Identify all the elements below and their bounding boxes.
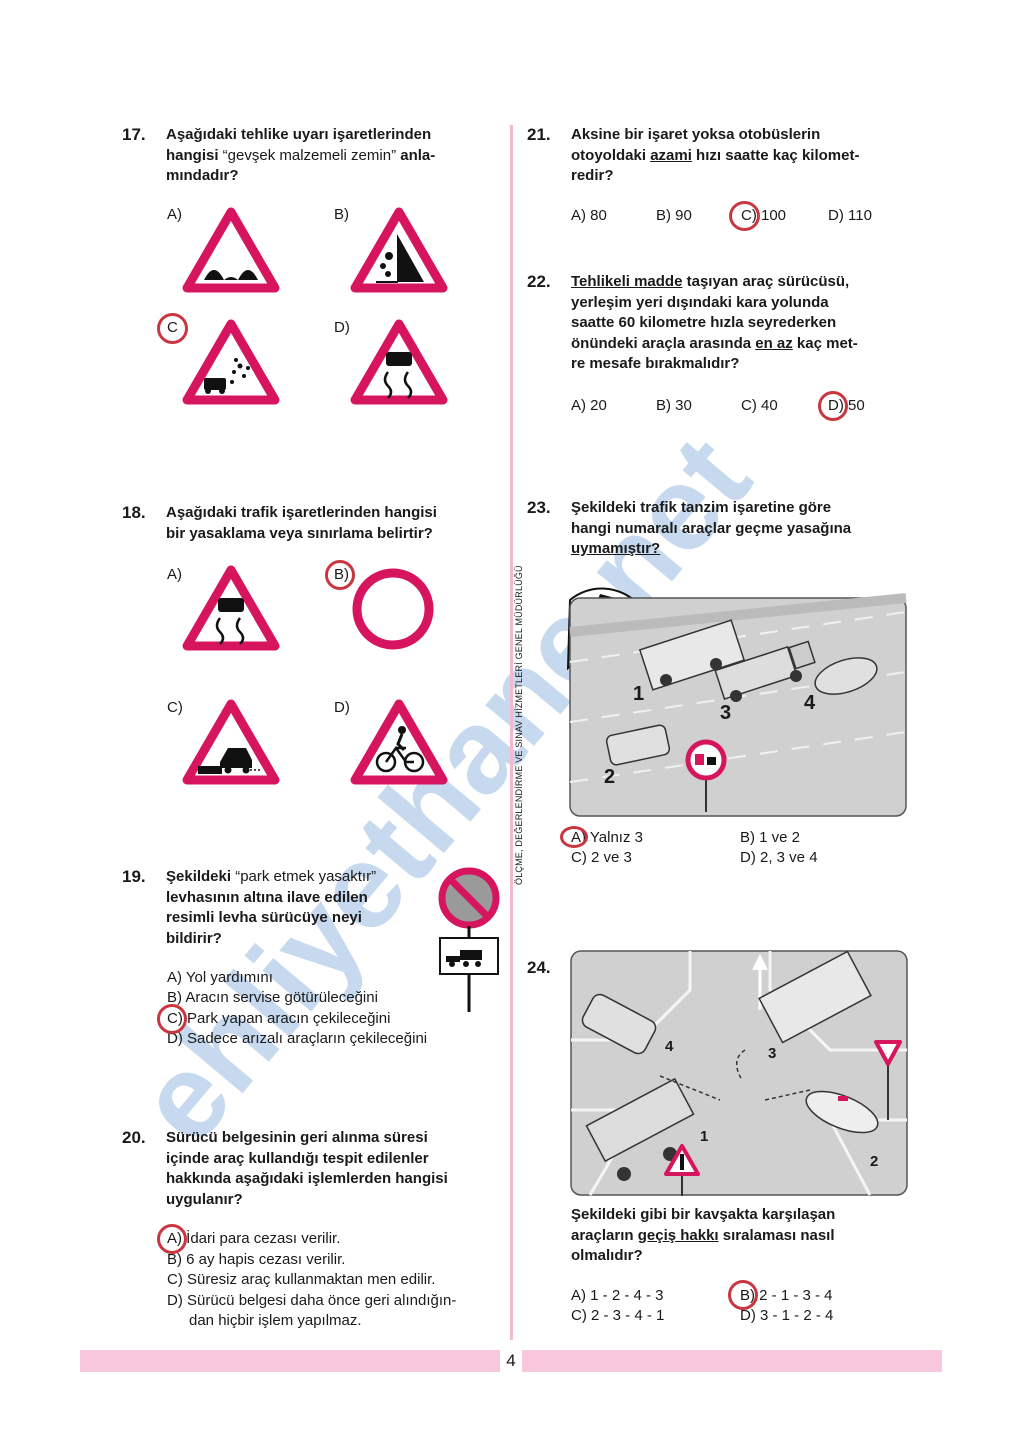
uneven-road-icon	[182, 207, 280, 293]
q20-option-b[interactable]: B) 6 ay hapis cezası verilir.	[167, 1251, 346, 1268]
no-overtaking-trucks-sign-icon	[685, 739, 727, 812]
vehicle-label-3: 3	[768, 1045, 777, 1062]
answer-circle-q17	[157, 313, 188, 344]
priority-junction-sign-icon	[664, 1144, 700, 1196]
q19-text: Şekildeki “park etmek yasaktır” levhasın…	[166, 868, 377, 947]
page-number: 4	[500, 1350, 522, 1372]
q19-option-c[interactable]: C) Park yapan aracın çekileceğini	[167, 1010, 391, 1027]
slippery-road-icon	[350, 319, 448, 405]
q21-option-a[interactable]: A) 80	[571, 207, 607, 224]
q23-option-b[interactable]: B) 1 ve 2	[740, 829, 801, 846]
q23-option-d[interactable]: D) 2, 3 ve 4	[740, 849, 818, 866]
q17-number: 17.	[122, 125, 146, 144]
answer-circle-q22	[818, 391, 848, 421]
no-parking-tow-sign-icon	[438, 867, 500, 1012]
vehicle-label-1: 1	[700, 1128, 709, 1145]
q22-option-c[interactable]: C) 40	[741, 397, 778, 414]
falling-rocks-icon	[350, 207, 448, 293]
q23-number: 23.	[527, 498, 551, 517]
q22-number: 22.	[527, 272, 551, 291]
q22-option-b[interactable]: B) 30	[656, 397, 692, 414]
q19-number: 19.	[122, 867, 146, 886]
q24-option-d[interactable]: D) 3 - 1 - 2 - 4	[740, 1307, 834, 1324]
vehicle-label-4: 4	[804, 692, 816, 714]
no-vehicles-icon	[352, 568, 434, 650]
q19-option-d[interactable]: D) Sadece arızalı araçların çekileceğini	[167, 1030, 428, 1047]
q17-option-d[interactable]: D)	[334, 319, 350, 336]
vehicle-2-suv	[605, 724, 671, 766]
answer-circle-q18	[325, 560, 355, 590]
vehicle-4-car	[814, 657, 878, 695]
q24-number: 24.	[527, 958, 551, 977]
q17-option-a[interactable]: A)	[167, 206, 182, 223]
q24-option-c[interactable]: C) 2 - 3 - 4 - 1	[571, 1307, 665, 1324]
q18-number: 18.	[122, 503, 146, 522]
q20-option-a[interactable]: A) İdari para cezası verilir.	[167, 1230, 341, 1247]
q19-option-b[interactable]: B) Aracın servise götürüleceğini	[167, 989, 378, 1006]
q21-text: Aksine bir işaret yoksa otobüslerin otoy…	[571, 126, 860, 184]
vehicle-suv-4	[581, 993, 657, 1055]
answer-circle-q23	[560, 826, 588, 848]
q18-text: Aşağıdaki trafik işaretlerinden hangisi …	[166, 504, 437, 542]
vehicle-label-2: 2	[604, 766, 616, 788]
q22-option-a[interactable]: A) 20	[571, 397, 607, 414]
vehicle-police-car-2	[805, 1090, 879, 1134]
q23-option-c[interactable]: C) 2 ve 3	[571, 849, 632, 866]
q23-option-a[interactable]: A) Yalnız 3	[571, 829, 643, 846]
q20-option-d-continued: dan hiçbir işlem yapılmaz.	[189, 1312, 362, 1329]
q17-text: Aşağıdaki tehlike uyarı işaretlerinden h…	[166, 126, 436, 184]
vehicle-label-3: 3	[720, 702, 732, 724]
vehicle-label-1: 1	[633, 683, 645, 705]
answer-circle-q24	[728, 1280, 758, 1310]
q20-option-d[interactable]: D) Sürücü belgesi daha önce geri alındığ…	[167, 1292, 457, 1309]
road-edge-icon	[182, 699, 280, 785]
cyclists-icon	[350, 699, 448, 785]
q21-number: 21.	[527, 125, 551, 144]
vehicle-3-truck	[714, 640, 816, 702]
q20-number: 20.	[122, 1128, 146, 1147]
answer-circle-q19	[157, 1004, 187, 1034]
column-divider	[510, 125, 513, 1340]
vertical-organization-note: ÖLÇME, DEĞERLENDİRME VE SINAV HİZMETLERİ…	[514, 565, 524, 885]
vehicle-label-2: 2	[870, 1153, 879, 1170]
answer-circle-q21	[729, 201, 760, 231]
vehicle-label-4: 4	[665, 1038, 674, 1055]
yield-sign-icon	[874, 1040, 902, 1120]
answer-circle-q20	[157, 1224, 187, 1254]
q24-option-a[interactable]: A) 1 - 2 - 4 - 3	[571, 1287, 664, 1304]
q20-option-c[interactable]: C) Süresiz araç kullanmaktan men edilir.	[167, 1271, 436, 1288]
q24-option-b[interactable]: B) 2 - 1 - 3 - 4	[740, 1287, 833, 1304]
vehicle-1-bus	[638, 619, 746, 691]
no-overtaking-road-illustration	[566, 587, 907, 817]
q17-option-b[interactable]: B)	[334, 206, 349, 223]
q22-text: Tehlikeli madde taşıyan araç sürücüsü, y…	[571, 273, 858, 372]
loose-gravel-icon	[182, 319, 280, 405]
q21-option-d[interactable]: D) 110	[828, 207, 872, 224]
q21-option-b[interactable]: B) 90	[656, 207, 692, 224]
q18-option-a[interactable]: A)	[167, 566, 182, 583]
q20-text: Sürücü belgesinin geri alınma süresi içi…	[166, 1129, 448, 1208]
q24-text: Şekildeki gibi bir kavşakta karşılaşan a…	[571, 1206, 836, 1264]
slippery-road-icon	[182, 565, 280, 651]
intersection-illustration	[570, 950, 908, 1196]
vehicle-bus-3	[758, 950, 872, 1044]
q23-text: Şekildeki trafik tanzim işaretine göre h…	[571, 499, 852, 557]
q18-option-d[interactable]: D)	[334, 699, 350, 716]
q19-option-a[interactable]: A) Yol yardımını	[167, 969, 273, 986]
q18-option-c[interactable]: C)	[167, 699, 183, 716]
